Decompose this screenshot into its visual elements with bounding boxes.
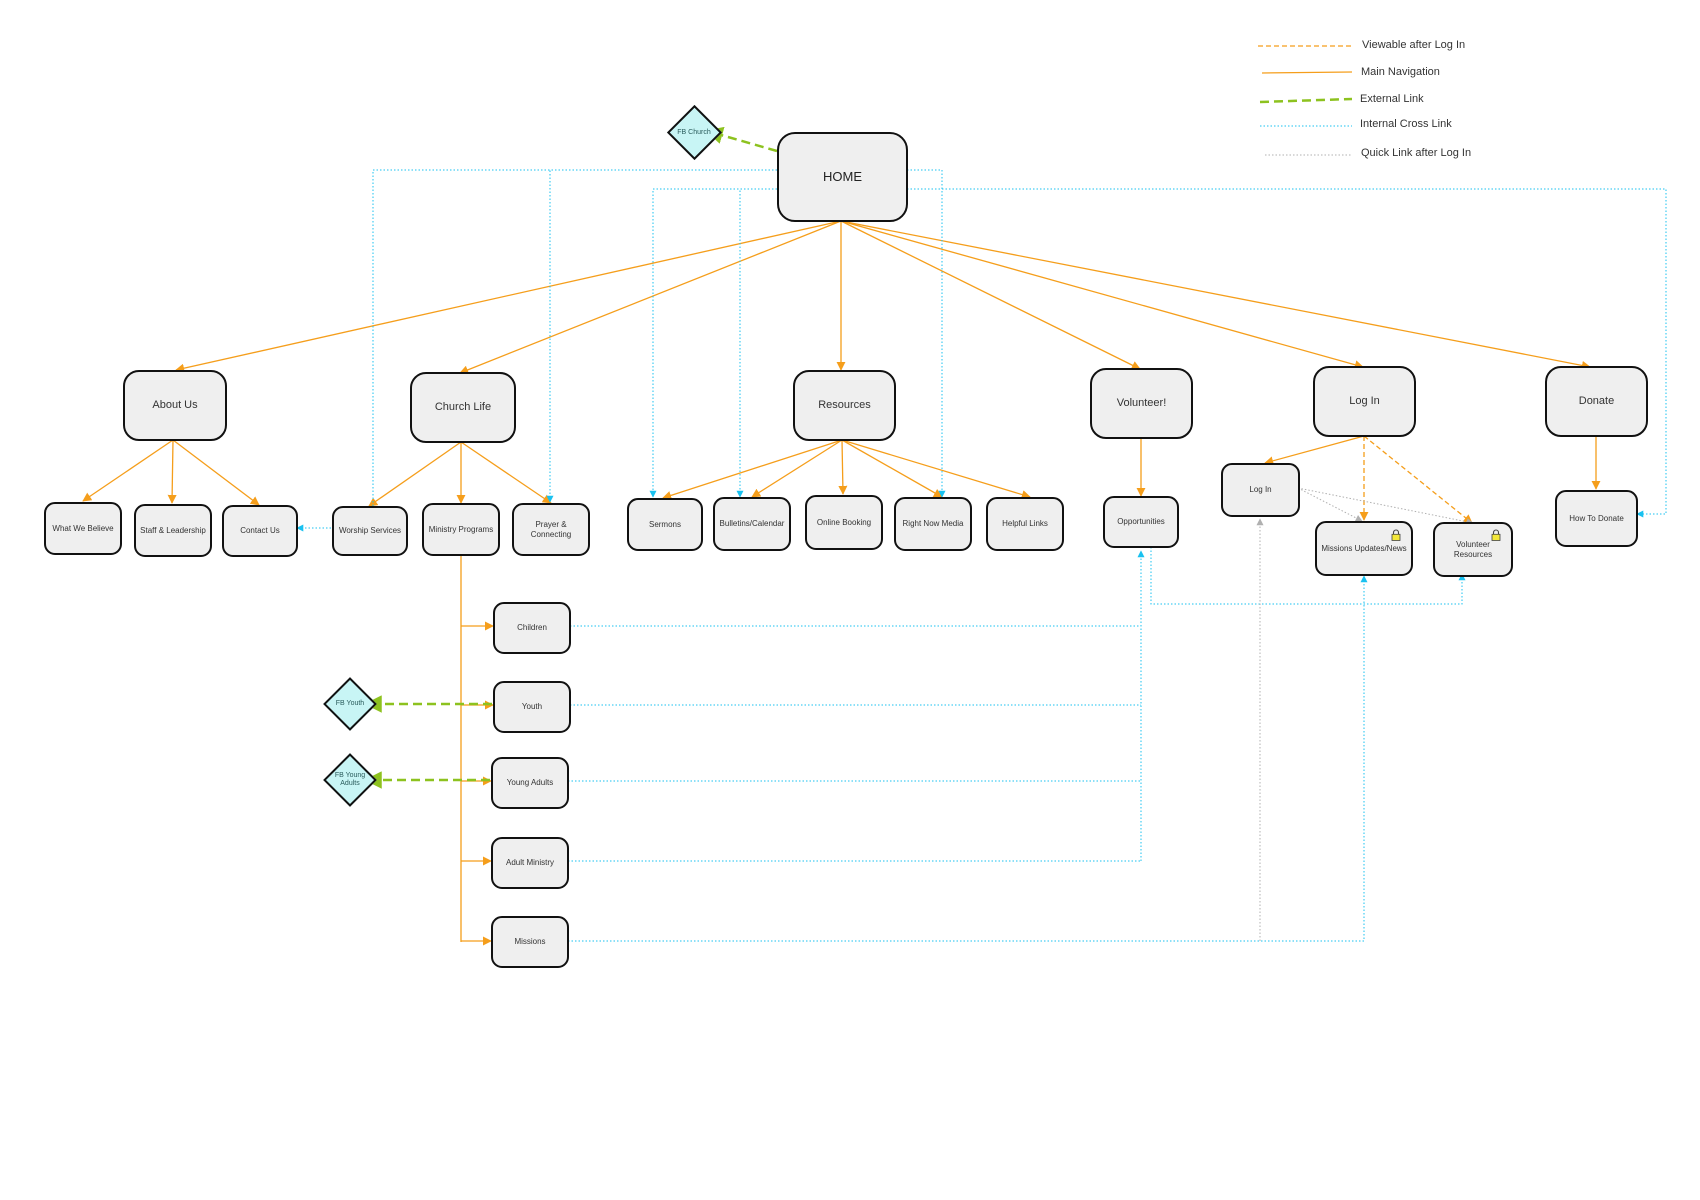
legend-viewable-after-login: Viewable after Log In (1362, 39, 1466, 51)
worship-services-node[interactable]: Worship Services (332, 506, 408, 556)
youth-node[interactable]: Youth (493, 681, 571, 733)
volunteer-resources-node[interactable]: Volunteer Resources (1433, 522, 1513, 577)
about-us-node[interactable]: About Us (123, 370, 227, 441)
opportunities-node[interactable]: Opportunities (1103, 496, 1179, 548)
legend-external-link: External Link (1360, 93, 1424, 105)
children-node[interactable]: Children (493, 602, 571, 654)
contact-us-node[interactable]: Contact Us (222, 505, 298, 557)
log-in-sub-node[interactable]: Log In (1221, 463, 1300, 517)
external-links (364, 126, 778, 789)
ministry-programs-node[interactable]: Ministry Programs (422, 503, 500, 556)
church-life-node[interactable]: Church Life (410, 372, 516, 443)
what-we-believe-node[interactable]: What We Believe (44, 502, 122, 555)
helpful-links-node[interactable]: Helpful Links (986, 497, 1064, 551)
young-adults-node[interactable]: Young Adults (491, 757, 569, 809)
fb-church-label: FB Church (677, 128, 711, 136)
volunteer-node[interactable]: Volunteer! (1090, 368, 1193, 439)
staff-leadership-node[interactable]: Staff & Leadership (134, 504, 212, 557)
viewable-after-login-links (1359, 435, 1473, 524)
legend-main-navigation: Main Navigation (1361, 66, 1440, 78)
log-in-node[interactable]: Log In (1313, 366, 1416, 437)
right-now-media-node[interactable]: Right Now Media (894, 497, 972, 551)
prayer-connecting-node[interactable]: Prayer & Connecting (512, 503, 590, 556)
legend-lines (1258, 45, 1353, 156)
legend-internal-cross-link: Internal Cross Link (1360, 118, 1452, 130)
online-booking-node[interactable]: Online Booking (805, 495, 883, 550)
lock-icon (1491, 529, 1501, 541)
donate-node[interactable]: Donate (1545, 366, 1648, 437)
home-node[interactable]: HOME (777, 132, 908, 222)
bulletins-calendar-node[interactable]: Bulletins/Calendar (713, 497, 791, 551)
fb-young-adults-label: FB Young Adults (334, 771, 366, 787)
resources-node[interactable]: Resources (793, 370, 896, 441)
adult-ministry-node[interactable]: Adult Ministry (491, 837, 569, 889)
main-navigation-links (82, 220, 1601, 946)
quick-links-after-login (1256, 487, 1474, 941)
internal-cross-links (296, 169, 1667, 942)
legend-quick-link-after-login: Quick Link after Log In (1361, 147, 1472, 159)
sermons-node[interactable]: Sermons (627, 498, 703, 551)
how-to-donate-node[interactable]: How To Donate (1555, 490, 1638, 547)
missions-node[interactable]: Missions (491, 916, 569, 968)
lock-icon (1391, 529, 1401, 541)
fb-youth-label: FB Youth (335, 699, 365, 707)
